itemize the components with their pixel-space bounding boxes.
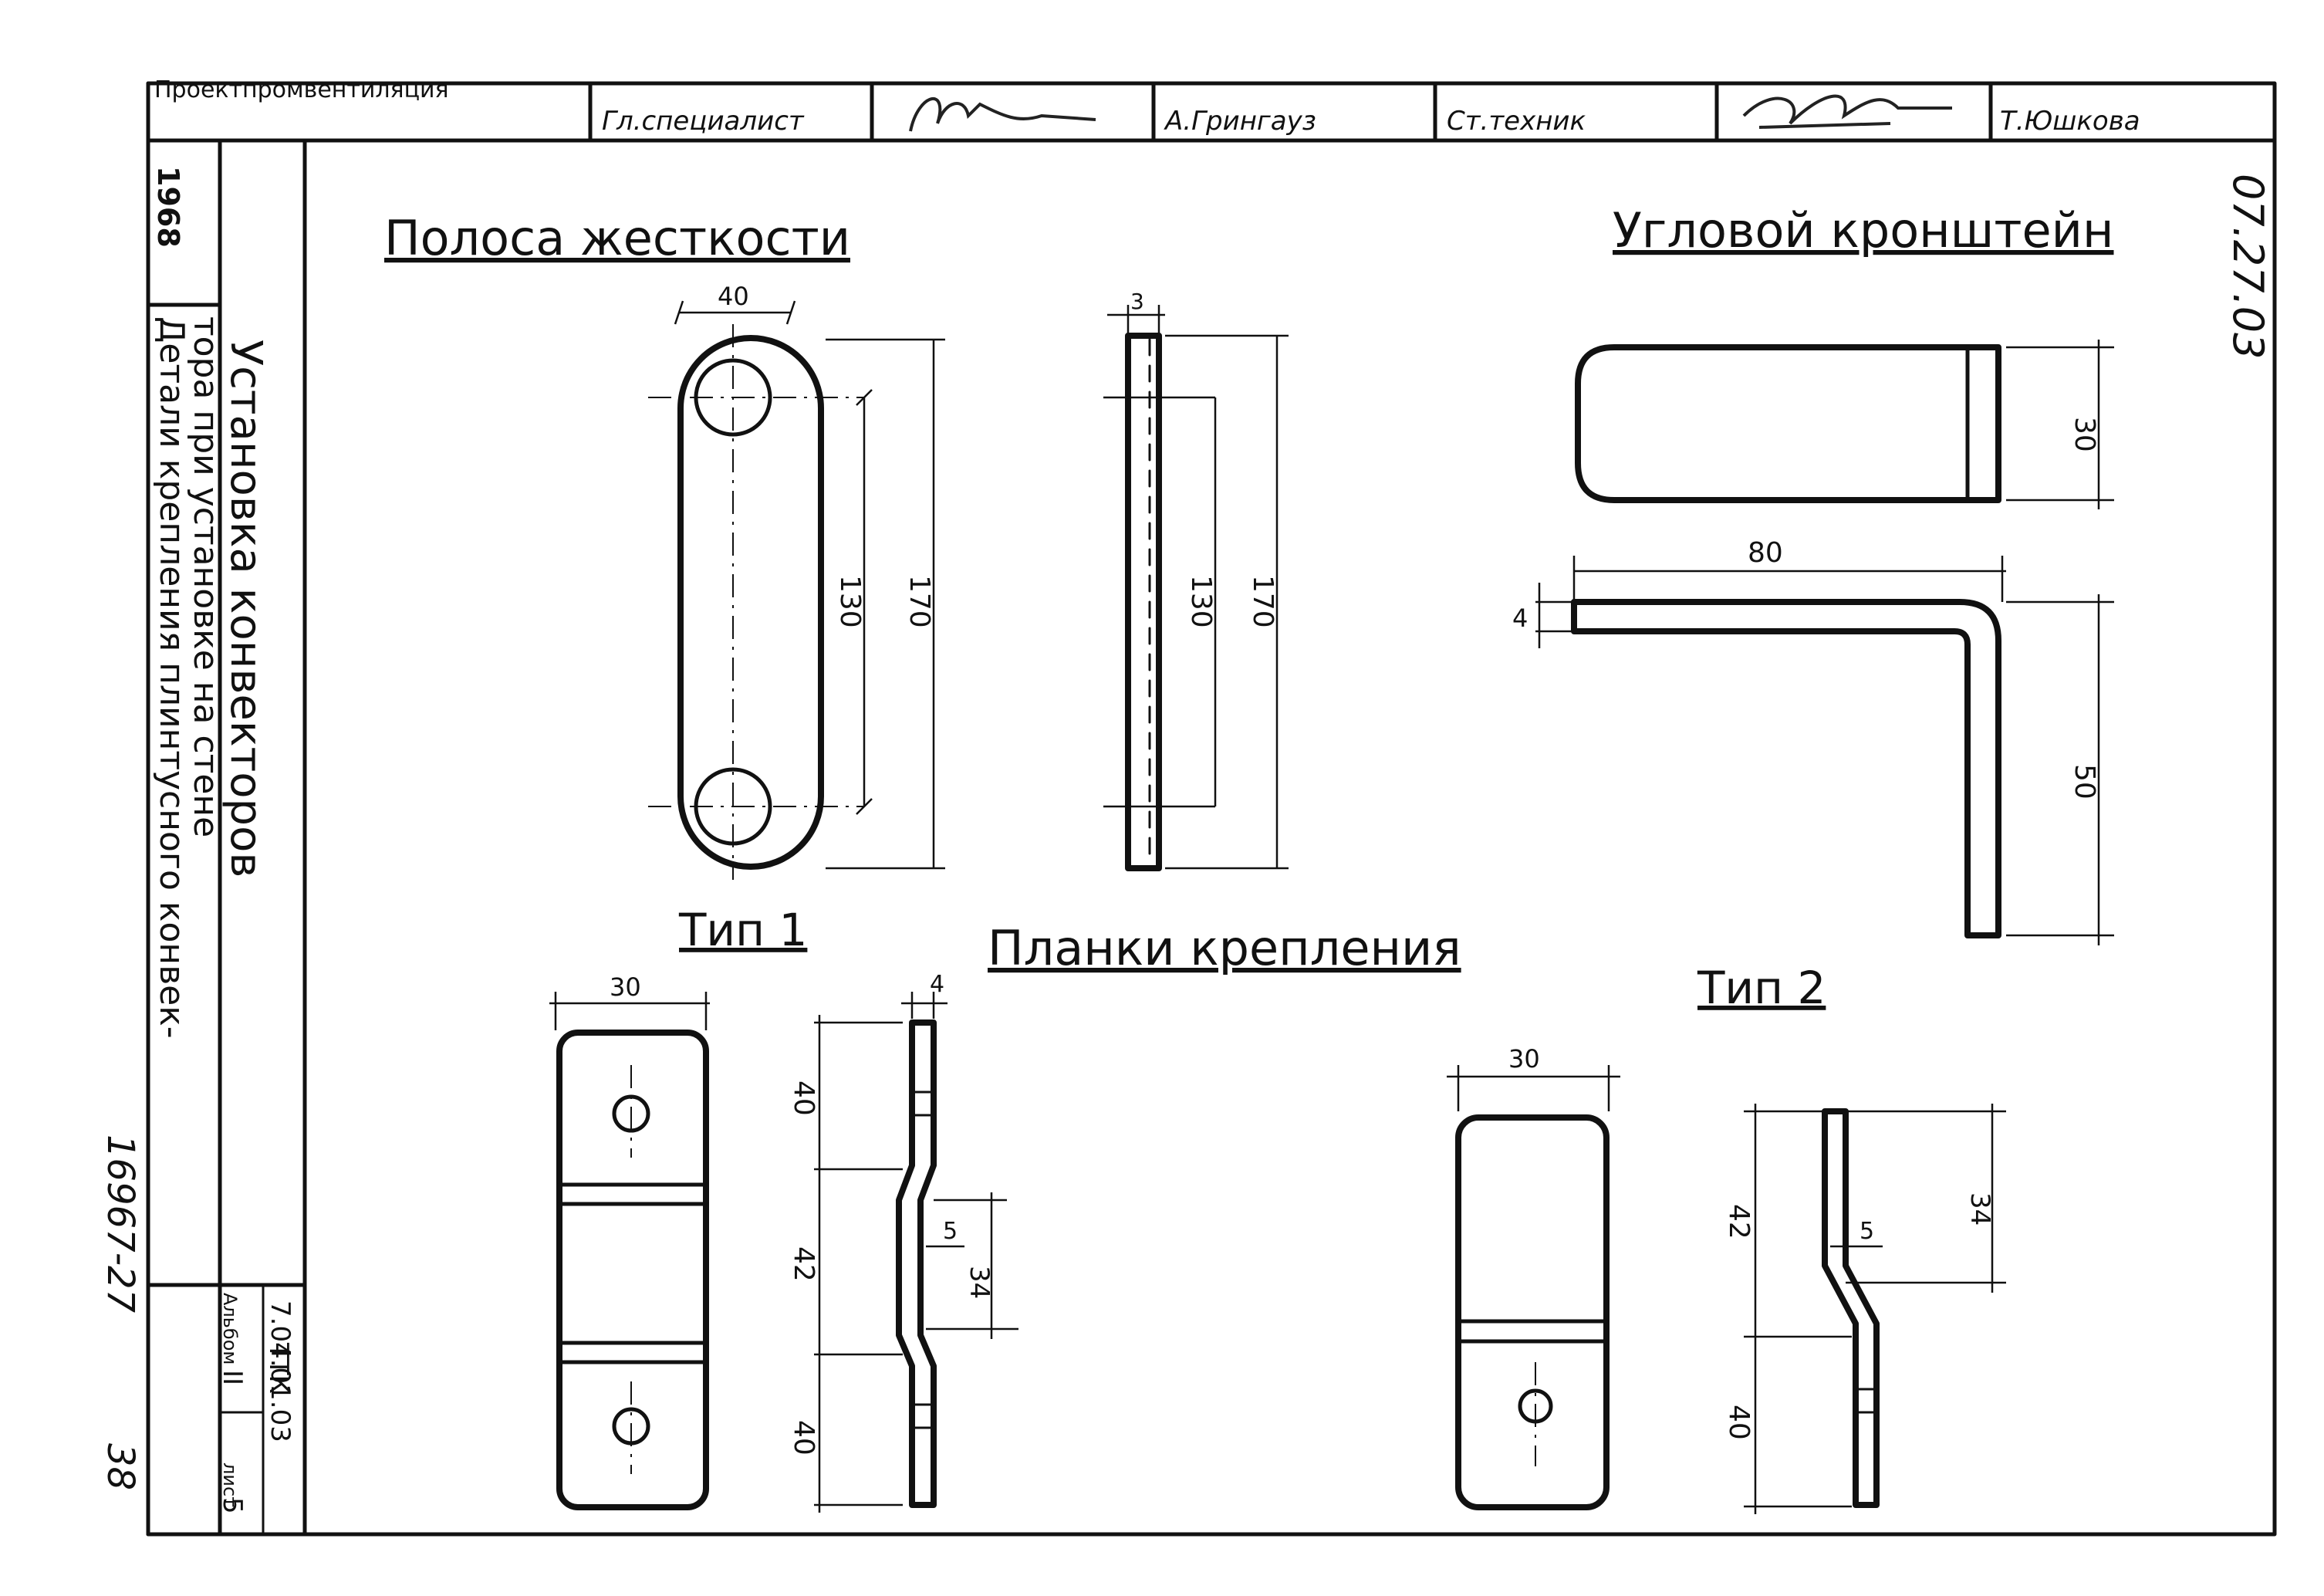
type2-front-view	[1455, 1114, 1610, 1510]
album-label: Альбом	[219, 1293, 241, 1365]
code-number-visible: 7.04.01.03	[265, 1300, 296, 1442]
stiffener-front-view	[677, 335, 824, 870]
type1-step-dim: 34	[964, 1266, 995, 1299]
outer-frame	[146, 81, 2277, 1537]
stiffener-side-length-dim: 170	[1247, 575, 1279, 628]
year-label: 1968	[151, 166, 185, 248]
title-block: Проектпромвентиляция Гл.специалист А.Гри…	[99, 76, 2277, 1537]
chief-role-label: Гл.специалист	[602, 106, 805, 137]
mounting-plates-drawing: Планки крепления Тип 1 30 4 40 42 40	[549, 904, 2006, 1514]
bracket-length-dim: 80	[1748, 537, 1783, 569]
stiffener-title: Полоса жесткости	[384, 210, 850, 266]
sheet-number-label: 5	[217, 1497, 248, 1514]
type1-width-dim: 30	[610, 972, 641, 1002]
plates-title: Планки крепления	[988, 920, 1461, 976]
type2-top-dim: 42	[1723, 1204, 1755, 1239]
bracket-thickness-dim: 4	[1512, 604, 1528, 633]
sheet-label: лист	[219, 1462, 241, 1507]
type1-offset-dim: 5	[943, 1218, 958, 1245]
stiffener-width-dim: 40	[718, 282, 749, 311]
bracket-height-dim: 50	[2069, 764, 2100, 800]
tech-signature	[1742, 94, 1952, 129]
type2-step-dim: 34	[1964, 1192, 1995, 1226]
type2-bottom-dim: 40	[1723, 1405, 1755, 1440]
bracket-width-dim: 30	[2069, 417, 2100, 452]
inventory-label: 16967-27	[99, 1134, 142, 1314]
corner-bracket-drawing: Угловой кронштейн 30 80 4 50	[1512, 202, 2114, 945]
type1-bottom-dim: 40	[788, 1420, 819, 1456]
type2-offset-dim: 5	[1860, 1218, 1874, 1245]
bracket-side-view	[1571, 599, 2001, 938]
stiffener-side-view	[1125, 333, 1162, 871]
code-label: ТТК	[263, 1342, 294, 1394]
type1-top-dim: 40	[788, 1080, 819, 1116]
bracket-title: Угловой кронштейн	[1613, 202, 2114, 259]
bracket-top-view	[1575, 344, 2001, 503]
tech-name-label: Т.Юшкова	[2000, 106, 2140, 137]
stiffener-length-dim: 170	[904, 575, 935, 628]
type2-width-dim: 30	[1508, 1044, 1540, 1074]
chief-name-label: А.Грингауз	[1164, 106, 1316, 137]
album-number-label: II	[217, 1370, 248, 1385]
type1-thickness-dim: 4	[930, 971, 944, 998]
organization-label: Проектпромвентиляция	[154, 76, 449, 103]
type1-mid-dim: 42	[788, 1246, 819, 1282]
page-mark-label: 38	[99, 1443, 142, 1490]
type1-title: Тип 1	[678, 904, 807, 956]
stiffener-side-holes-dim: 130	[1185, 575, 1217, 628]
stiffener-strip-drawing: Полоса жесткости 40 130 170 130 170	[384, 210, 1289, 880]
title-sub-line-2: тора при установке на стене	[186, 316, 225, 837]
type1-front-view	[556, 1030, 709, 1510]
stiffener-thickness-dim: 3	[1130, 289, 1144, 314]
stiffener-holes-dim: 130	[834, 575, 866, 628]
title-sub-line-1: Детали крепления плинтусного конвек-	[152, 316, 191, 1039]
chief-signature	[909, 97, 1096, 132]
type1-side-view	[896, 1019, 937, 1508]
tech-role-label: Ст.техник	[1447, 106, 1586, 137]
type2-side-view	[1822, 1108, 1880, 1508]
doc-number-label: 07.27.03	[2224, 174, 2272, 359]
title-main-label: Установка конвекторов	[221, 340, 271, 877]
type2-title: Тип 2	[1697, 962, 1826, 1014]
